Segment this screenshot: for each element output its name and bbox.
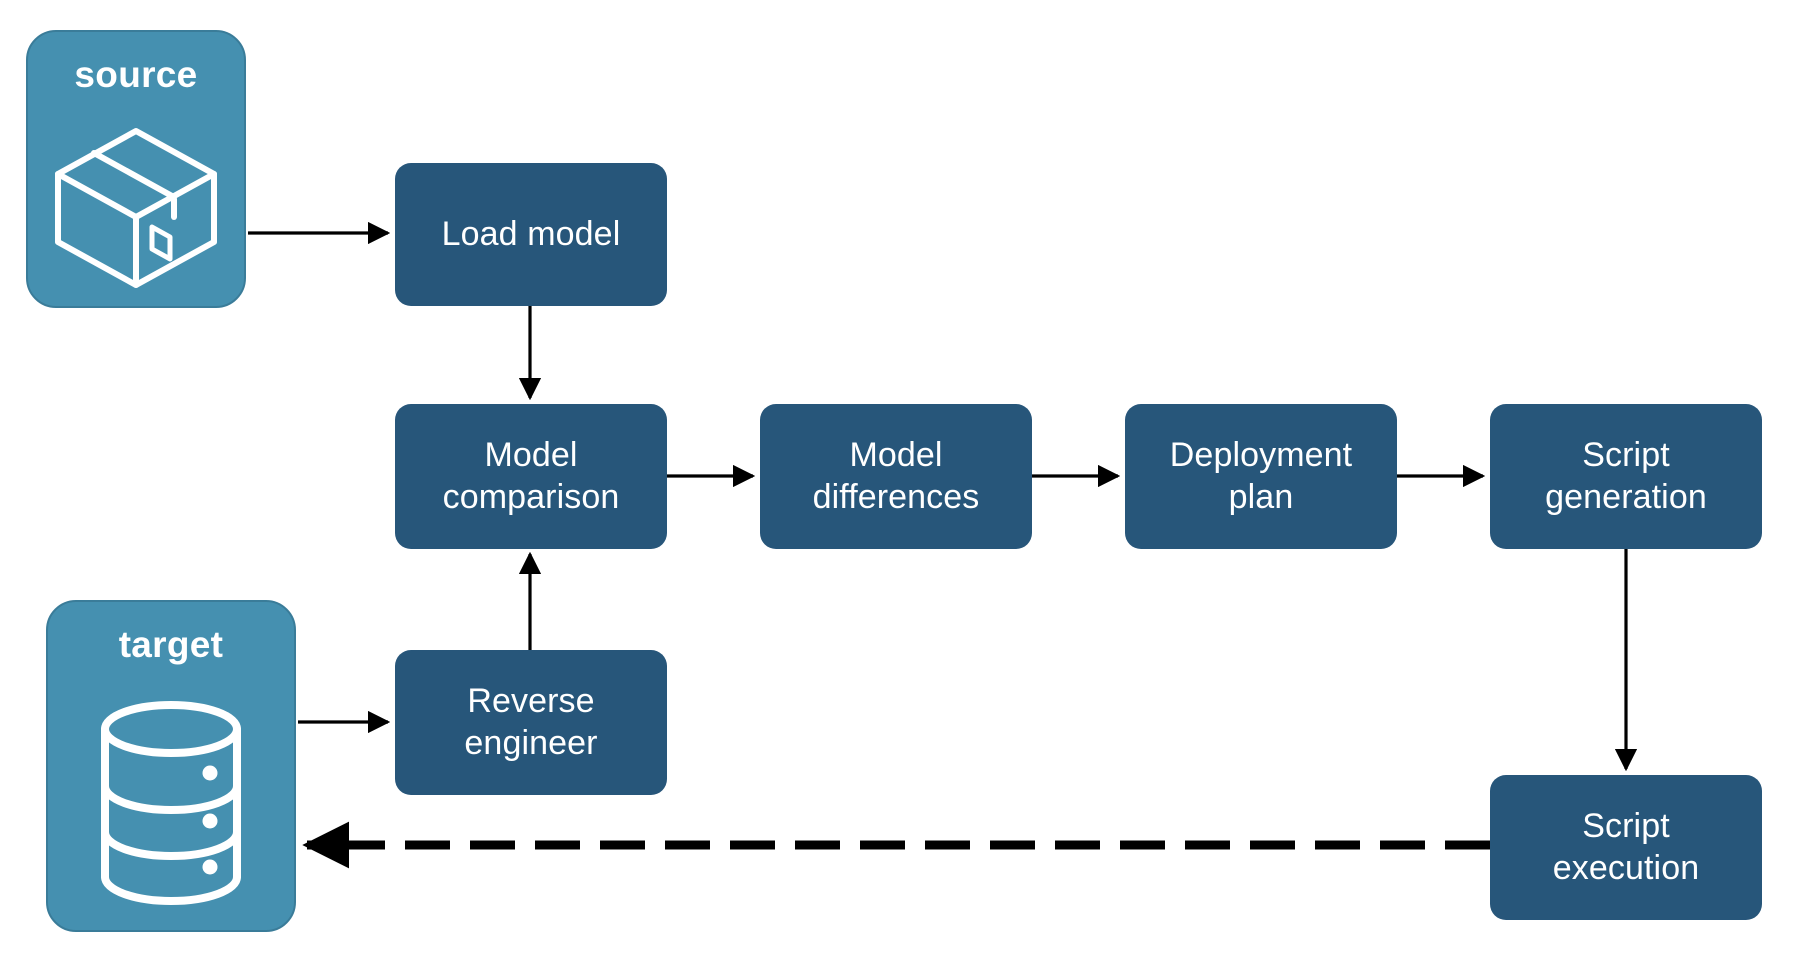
process-model-comparison[interactable]: Model comparison: [395, 404, 667, 549]
endpoint-target-label: target: [118, 624, 224, 665]
process-script-generation[interactable]: Script generation: [1490, 404, 1762, 549]
process-script-execution-label: Script execution: [1552, 807, 1700, 887]
process-model-differences-label: Model differences: [812, 436, 980, 516]
package-box-icon: [46, 106, 226, 306]
process-load-model[interactable]: Load model: [395, 163, 667, 306]
process-script-execution[interactable]: Script execution: [1490, 775, 1762, 920]
process-model-comparison-label: Model comparison: [442, 436, 620, 516]
process-load-model-label: Load model: [441, 214, 621, 253]
process-script-generation-label: Script generation: [1545, 436, 1707, 516]
endpoint-target[interactable]: target: [46, 600, 296, 932]
process-deployment-plan-label: Deployment plan: [1169, 436, 1353, 516]
process-deployment-plan[interactable]: Deployment plan: [1125, 404, 1397, 549]
endpoint-source-label: source: [74, 54, 198, 95]
process-reverse-engineer[interactable]: Reverse engineer: [395, 650, 667, 795]
endpoint-source[interactable]: source: [26, 30, 246, 308]
process-reverse-engineer-label: Reverse engineer: [464, 682, 598, 762]
process-model-differences[interactable]: Model differences: [760, 404, 1032, 549]
database-cylinder-icon: [86, 676, 256, 930]
